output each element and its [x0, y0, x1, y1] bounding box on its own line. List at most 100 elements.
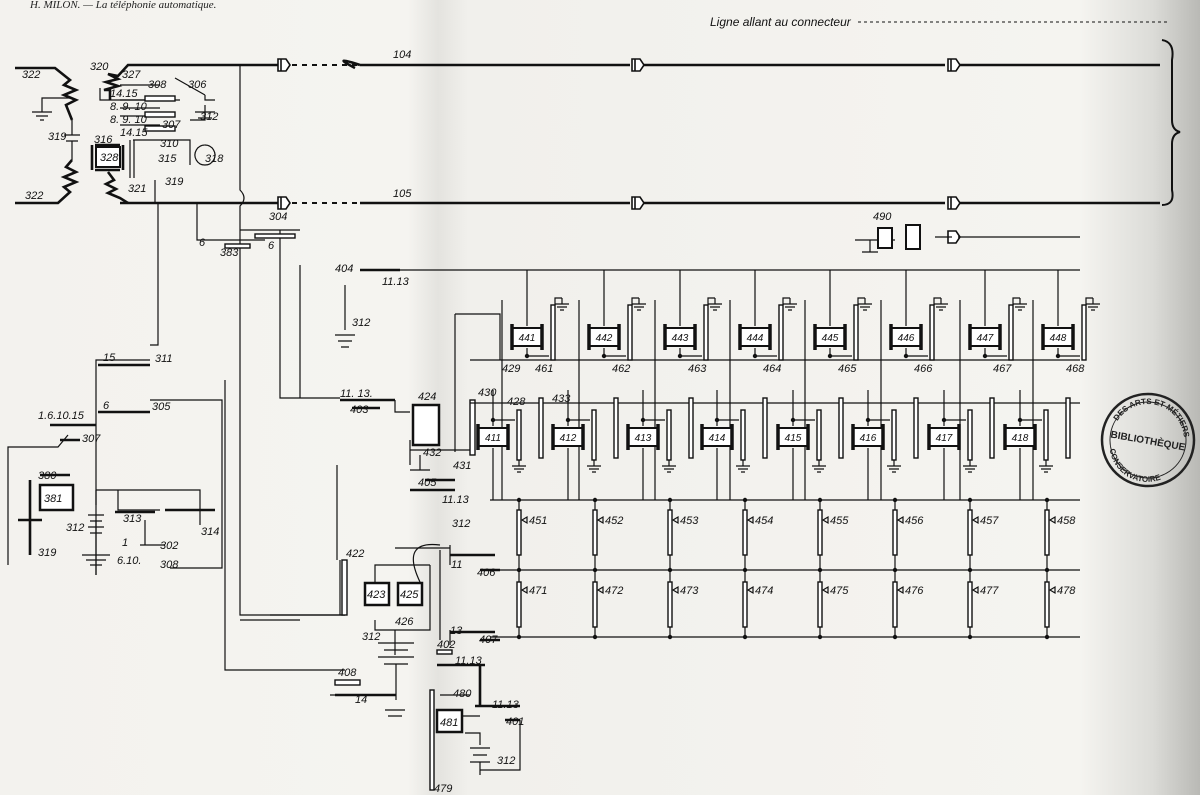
relay-label: 445 — [822, 333, 839, 344]
relay-core — [663, 324, 697, 350]
brace — [1161, 39, 1181, 206]
junction-dot — [892, 567, 898, 573]
relay-label: 416 — [860, 433, 877, 444]
bank-label-455: 455 — [830, 515, 849, 527]
relay-444: 444 — [738, 324, 772, 350]
contact-spring — [853, 304, 859, 361]
relay-core — [510, 324, 544, 350]
label-l1415b: 14.15 — [120, 127, 148, 139]
junction-dot — [865, 417, 871, 423]
ground-icon — [512, 460, 526, 473]
relay-442: 442 — [587, 324, 621, 350]
relay-core — [813, 324, 847, 350]
label-l1113e: 11.13 — [492, 699, 520, 711]
label-l423: 423 — [367, 589, 386, 601]
junction-dot — [752, 353, 758, 359]
ground-icon — [1086, 298, 1100, 311]
contact-label-462: 462 — [612, 363, 630, 375]
contact-label-461: 461 — [535, 363, 553, 375]
relay-label: 442 — [596, 333, 613, 344]
junction-dot — [592, 634, 598, 640]
bank-contact — [967, 581, 973, 628]
label-l383: 383 — [220, 247, 239, 259]
wiper-bar — [613, 397, 619, 459]
label-l425: 425 — [400, 589, 419, 601]
bank-label-478: 478 — [1057, 585, 1076, 597]
junction-dot — [601, 353, 607, 359]
jacks — [277, 58, 961, 244]
contact-spring — [816, 409, 822, 461]
line-105-label: 105 — [393, 188, 412, 200]
label-l315: 315 — [158, 153, 177, 165]
label-l307a: 307 — [162, 119, 181, 131]
junction-dot — [1044, 634, 1050, 640]
bank-contact — [516, 509, 522, 556]
relay-label: 447 — [977, 333, 994, 344]
bank-contact — [967, 509, 973, 556]
label-l305: 305 — [152, 401, 171, 413]
wire — [969, 500, 979, 637]
label-l308b: 308 — [160, 559, 179, 571]
relay-417: 417 — [927, 424, 961, 450]
relay-label: 415 — [785, 433, 802, 444]
wiper-bar — [688, 397, 694, 459]
jack-icon — [947, 230, 961, 244]
ground-icon — [555, 298, 569, 311]
label-l405: 405 — [418, 477, 437, 489]
label-l302: 302 — [160, 540, 178, 552]
bank-label-457: 457 — [980, 515, 999, 527]
bank-label-474: 474 — [755, 585, 773, 597]
input-circuit — [15, 63, 345, 616]
relay-label: 444 — [747, 333, 764, 344]
junction-dot — [667, 497, 673, 503]
label-l312c: 312 — [66, 522, 84, 534]
wire — [578, 270, 626, 500]
label-l1415a: 14.15 — [110, 88, 138, 100]
contact-spring — [516, 409, 522, 461]
bank-label-454: 454 — [755, 515, 773, 527]
junction-dot — [1017, 417, 1023, 423]
label-l433: 433 — [552, 393, 571, 405]
jack-icon — [277, 196, 291, 210]
contact-spring — [778, 304, 784, 361]
relay-core — [1041, 324, 1075, 350]
junction-dot — [524, 353, 530, 359]
bank-label-452: 452 — [605, 515, 623, 527]
label-l429: 429 — [502, 363, 520, 375]
label-l490: 490 — [873, 211, 892, 223]
label-l407: 407 — [479, 634, 498, 646]
relay-core — [700, 424, 734, 450]
label-l403: 403 — [350, 404, 369, 416]
label-l312f: 312 — [497, 755, 515, 767]
relay-label: 411 — [485, 433, 501, 444]
junction-dot — [982, 353, 988, 359]
label-l432: 432 — [423, 447, 441, 459]
contact-spring — [1008, 304, 1014, 361]
contact-spring — [929, 304, 935, 361]
junction-dot — [1055, 353, 1061, 359]
bank-label-473: 473 — [680, 585, 699, 597]
bank-contact — [1044, 509, 1050, 556]
label-l404: 404 — [335, 263, 353, 275]
relay-415: 415 — [776, 424, 810, 450]
bus-wires — [470, 359, 1080, 638]
wiper-bar — [1065, 397, 1071, 459]
label-l312b: 312 — [352, 317, 370, 329]
relay-418: 418 — [1003, 424, 1037, 450]
label-l312d: 312 — [452, 518, 470, 530]
label-l1113d: 11.13 — [455, 655, 483, 667]
wire — [744, 500, 754, 637]
contact-spring — [1081, 304, 1087, 361]
ground-icon — [783, 298, 797, 311]
selector-matrix: 4414614424624434634444644454654464664474… — [470, 270, 1100, 640]
relay-core — [476, 424, 510, 450]
label-l11: 11 — [451, 559, 462, 571]
label-l327: 327 — [122, 69, 141, 81]
contact-label-468: 468 — [1066, 363, 1085, 375]
relay-445: 445 — [813, 324, 847, 350]
bank-label-458: 458 — [1057, 515, 1076, 527]
relay-core — [851, 424, 885, 450]
contact-label-466: 466 — [914, 363, 933, 375]
jack-icon — [947, 58, 961, 72]
bank-contact — [1044, 581, 1050, 628]
